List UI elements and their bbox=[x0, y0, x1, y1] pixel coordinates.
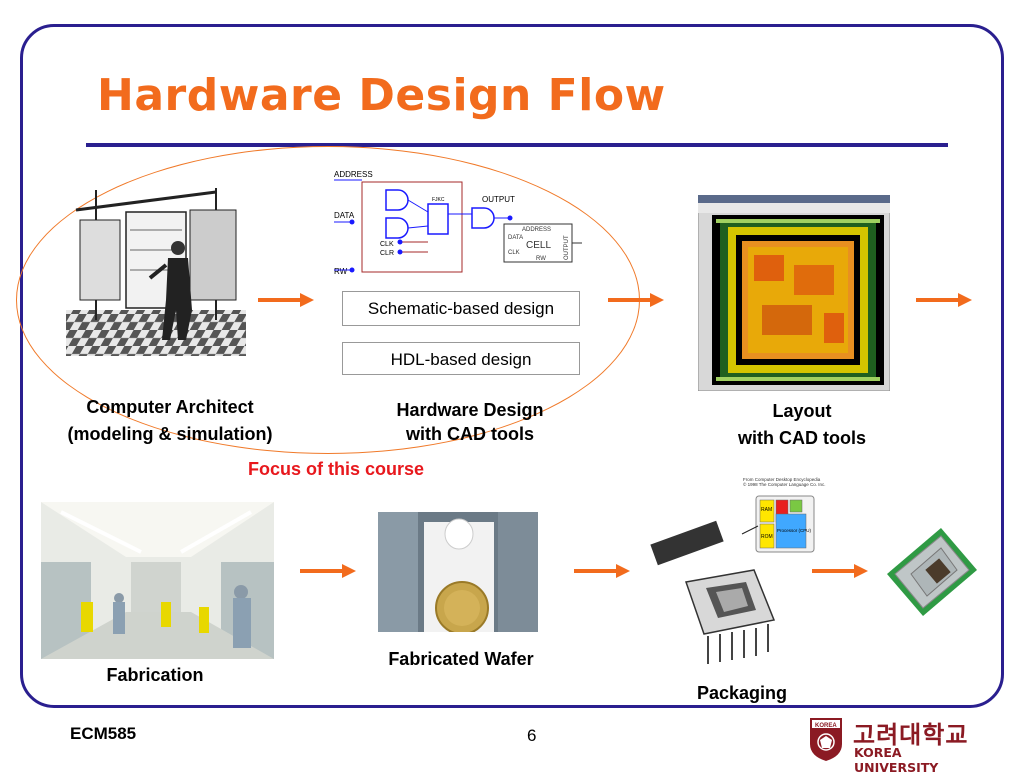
cell-clk-label: CLK bbox=[508, 250, 520, 256]
schematic-clk-label: CLK bbox=[380, 241, 394, 248]
hdl-based-design-box: HDL-based design bbox=[342, 342, 580, 375]
hardware-design-label: Hardware Design with CAD tools bbox=[350, 398, 590, 446]
cell-data-label: DATA bbox=[508, 235, 523, 241]
schematic-address-label: ADDRESS bbox=[334, 170, 373, 179]
title-underline bbox=[86, 143, 948, 147]
arrow-right-icon bbox=[812, 564, 868, 578]
schematic-rw-label: RW bbox=[334, 267, 348, 276]
schematic-ff-label: FJKC bbox=[432, 197, 445, 203]
seal-text: KOREA bbox=[815, 723, 837, 729]
university-seal-icon: KOREA bbox=[810, 718, 842, 761]
cell-name-label: CELL bbox=[526, 240, 551, 251]
architect-label-line1: Computer Architect bbox=[86, 397, 254, 417]
course-code: ECM585 bbox=[70, 724, 137, 743]
cell-address-label: ADDRESS bbox=[522, 227, 551, 233]
slide-title: Hardware Design Flow bbox=[97, 70, 666, 121]
fabricated-wafer-photo bbox=[378, 512, 538, 632]
chip-layout-screenshot bbox=[698, 195, 890, 391]
focus-of-course-label: Focus of this course bbox=[247, 459, 425, 479]
ram-label: RAM bbox=[761, 507, 772, 513]
layout-line1: Layout bbox=[772, 401, 832, 421]
packaging-source-line2: © 1998 The Computer Language Co. Inc. bbox=[743, 481, 826, 487]
arrow-right-icon bbox=[916, 293, 972, 307]
schematic-output-label: OUTPUT bbox=[482, 195, 515, 204]
slide-frame bbox=[20, 24, 1004, 708]
packaging-diagram: From Computer Desktop Encyclopedia © 199… bbox=[650, 477, 826, 664]
schematic-diagram: ADDRESS DATA RW CLK CLR FJKC OUTPUT ADDR… bbox=[334, 170, 582, 276]
cell-output-label: OUTPUT bbox=[564, 235, 570, 260]
schematic-data-label: DATA bbox=[334, 211, 355, 220]
cpu-package-photo bbox=[887, 528, 977, 616]
arrow-right-icon bbox=[608, 293, 664, 307]
arrow-right-icon bbox=[300, 564, 356, 578]
korea-university-logo: KOREA 고려대학교 KOREA UNIVERSITY bbox=[806, 714, 982, 775]
hardware-design-line2: with CAD tools bbox=[406, 424, 534, 444]
processor-label: Processor (CPU) bbox=[777, 528, 812, 533]
fabrication-cleanroom-photo bbox=[41, 502, 274, 659]
schematic-clr-label: CLR bbox=[380, 250, 394, 257]
page-number: 6 bbox=[527, 726, 537, 745]
university-name-english: KOREA UNIVERSITY bbox=[854, 745, 939, 775]
fabrication-label: Fabrication bbox=[106, 665, 204, 685]
architect-label: Computer Architect (modeling & simulatio… bbox=[30, 394, 310, 448]
packaging-source-line1: From Computer Desktop Encyclopedia bbox=[743, 477, 821, 482]
computer-architect-illustration bbox=[66, 188, 246, 356]
hardware-design-line1: Hardware Design bbox=[396, 400, 544, 420]
arrow-right-icon bbox=[258, 293, 314, 307]
packaging-label: Packaging bbox=[696, 683, 788, 703]
cell-rw-label: RW bbox=[536, 256, 546, 262]
layout-line2: with CAD tools bbox=[738, 428, 866, 448]
architect-label-line2: (modeling & simulation) bbox=[67, 424, 273, 444]
rom-label: ROM bbox=[761, 534, 773, 540]
arrow-right-icon bbox=[574, 564, 630, 578]
layout-label: Layout with CAD tools bbox=[700, 398, 904, 452]
university-name-korean: 고려대학교 bbox=[853, 721, 969, 749]
fabricated-wafer-label: Fabricated Wafer bbox=[388, 649, 534, 669]
schematic-based-design-box: Schematic-based design bbox=[342, 291, 580, 326]
